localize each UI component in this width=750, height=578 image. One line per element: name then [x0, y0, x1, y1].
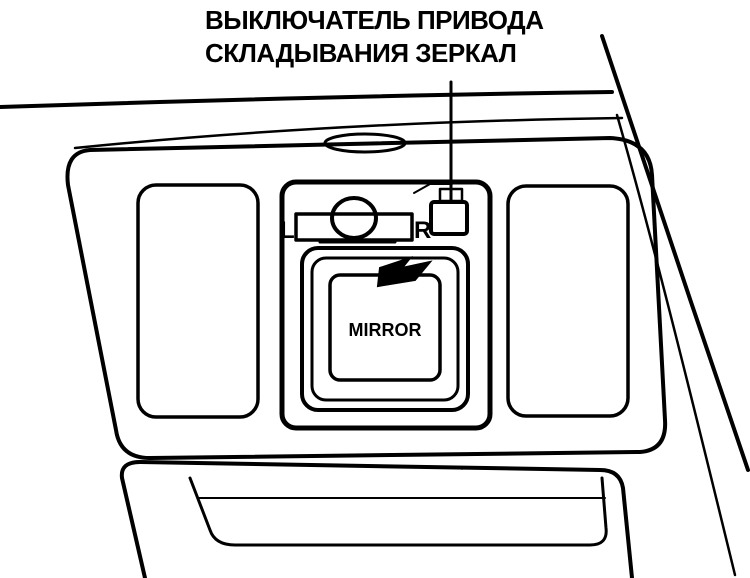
- dashboard-top-edge: [0, 90, 614, 109]
- lower-recess-outer: [119, 460, 634, 578]
- selector-label-left: L: [280, 217, 295, 244]
- stray-dot: [460, 466, 464, 470]
- callout-caption-line-1: ВЫКЛЮЧАТЕЛЬ ПРИВОДА: [205, 5, 544, 35]
- mirror-pad-middle: [310, 256, 460, 402]
- callout-caption-line-2: СКЛАДЫВАНИЯ ЗЕРКАЛ: [205, 38, 517, 68]
- mirror-button-label: MIRROR: [349, 320, 422, 340]
- left-blank-switch: [136, 183, 260, 419]
- lower-recess-inner: [188, 476, 608, 547]
- dashboard-lower-edge: [73, 116, 624, 150]
- selector-knob: [330, 196, 378, 240]
- dash-right-curve-inner: [615, 113, 737, 577]
- callout-caption: ВЫКЛЮЧАТЕЛЬ ПРИВОДА СКЛАДЫВАНИЯ ЗЕРКАЛ: [205, 4, 625, 70]
- right-blank-switch: [506, 184, 630, 418]
- fold-arrow: [376, 255, 433, 288]
- mirror-pad-outer: [300, 246, 470, 412]
- selector-rocker-body: [294, 212, 414, 242]
- fold-switch-symbol: [413, 183, 453, 194]
- selector-label-right: R: [414, 217, 431, 244]
- dash-right-curve-outer: [600, 34, 750, 472]
- mirror-fold-switch: [429, 200, 469, 236]
- mirror-switch-housing: [279, 179, 493, 431]
- switch-panel-outline: [65, 136, 668, 460]
